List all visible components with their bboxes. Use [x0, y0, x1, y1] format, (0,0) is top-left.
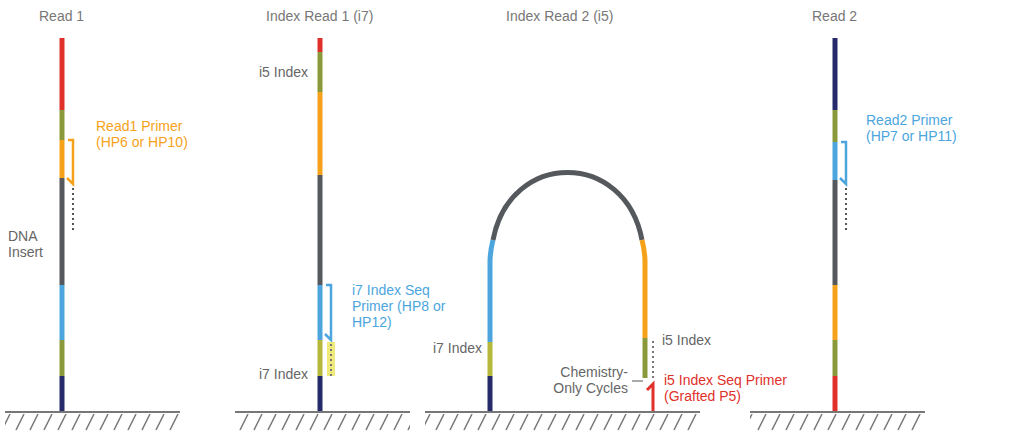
read-title: Index Read 2 (i5): [506, 8, 613, 24]
primer-label: i7 Index Seq Primer (HP8 or HP12): [352, 282, 464, 330]
read-title: Read 2: [812, 8, 857, 24]
index-label: i7 Index: [433, 340, 482, 356]
dna-strand: [60, 38, 65, 411]
flow-cell-surface: [5, 412, 925, 431]
primer-label: Read2 Primer (HP7 or HP11): [866, 112, 978, 144]
insert-label: DNA Insert: [8, 228, 52, 260]
dna-strand: [833, 38, 838, 411]
primer-label: i5 Index Seq Primer (Grafted P5): [664, 372, 814, 404]
read-title: Index Read 1 (i7): [266, 8, 373, 24]
dna-strand: [318, 38, 323, 411]
read1-primer: [67, 140, 73, 232]
index-label: i7 Index: [259, 366, 308, 382]
primer-label: Read1 Primer (HP6 or HP10): [96, 118, 204, 150]
i5-seq-primer: [632, 340, 653, 411]
read-title: Read 1: [39, 8, 84, 24]
read2-primer: [840, 142, 846, 230]
i7-seq-primer: [325, 285, 335, 376]
bridge-strand: [490, 173, 645, 412]
callout-label: Chemistry-Only Cycles: [532, 364, 628, 396]
index-label: i5 Index: [662, 332, 711, 348]
index-label: i5 Index: [259, 64, 308, 80]
